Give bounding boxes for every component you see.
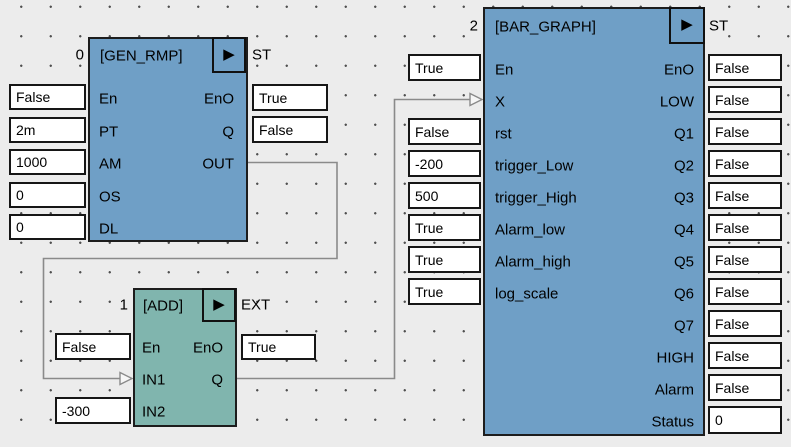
gen-rmp-pin-out: OUT — [202, 155, 234, 173]
block-index-gen-rmp: 0 — [75, 46, 84, 64]
bar-graph-status-value[interactable]: 0 — [708, 406, 782, 434]
bar-graph-pin-eno: EnO — [663, 61, 694, 79]
bar-graph-low-value[interactable]: False — [708, 86, 782, 113]
add-title: [ADD] — [143, 297, 184, 315]
bar-graph-trigger-low-value[interactable]: -200 — [408, 150, 481, 177]
add-pin-eno: EnO — [192, 339, 223, 357]
gen-rmp-title: [GEN_RMP] — [100, 47, 183, 65]
bar-graph-pin-alarm-low: Alarm_low — [495, 221, 566, 239]
add-pin-en: En — [142, 339, 161, 357]
bar-graph-pin-q3: Q3 — [673, 189, 694, 207]
gen-rmp-eno-value[interactable]: True — [252, 84, 328, 111]
bar-graph-pin-q2: Q2 — [673, 157, 694, 175]
gen-rmp-tag: ST — [252, 46, 272, 64]
add-pin-in1: IN1 — [142, 371, 166, 389]
bar-graph-high-value[interactable]: False — [708, 342, 782, 369]
bar-graph-q4-value[interactable]: False — [708, 214, 782, 241]
bar-graph-q3-value[interactable]: False — [708, 182, 782, 209]
bar-graph-title: [BAR_GRAPH] — [495, 18, 596, 36]
bar-graph-pin-en: En — [495, 61, 514, 79]
bar-graph-alarm-low-value[interactable]: True — [408, 214, 481, 241]
gen-rmp-en-value[interactable]: False — [9, 84, 86, 110]
bar-graph-pin-trigger-high: trigger_High — [495, 189, 577, 207]
add-in2-value[interactable]: -300 — [55, 397, 131, 424]
add-tag: EXT — [241, 296, 271, 314]
bar-graph-pin-alarm: Alarm — [654, 381, 694, 399]
bar-graph-q2-value[interactable]: False — [708, 150, 782, 177]
gen-rmp-pin-pt: PT — [99, 123, 119, 141]
gen-rmp-q-value[interactable]: False — [252, 116, 328, 143]
bar-graph-en-value[interactable]: True — [408, 54, 481, 81]
bar-graph-log-scale-value[interactable]: True — [408, 278, 481, 305]
gen-rmp-os-value[interactable]: 0 — [9, 182, 86, 208]
wire-arrow-x-icon — [469, 92, 484, 107]
bar-graph-q1-value[interactable]: False — [708, 118, 782, 145]
add-pin-in2: IN2 — [142, 403, 166, 421]
block-index-add: 1 — [119, 296, 128, 314]
gen-rmp-pin-os: OS — [99, 188, 121, 206]
gen-rmp-pin-dl: DL — [99, 220, 119, 238]
bar-graph-pin-q5: Q5 — [673, 253, 694, 271]
bar-graph-tag: ST — [709, 17, 729, 35]
add-pin-q: Q — [211, 371, 223, 389]
gen-rmp-run-button[interactable]: ▶ — [212, 37, 246, 73]
play-icon: ▶ — [681, 16, 693, 33]
bar-graph-pin-low: LOW — [659, 93, 694, 111]
gen-rmp-dl-value[interactable]: 0 — [9, 214, 86, 240]
wire-arrow-in1-icon — [119, 371, 134, 386]
bar-graph-eno-value[interactable]: False — [708, 54, 782, 81]
bar-graph-pin-status: Status — [651, 413, 694, 431]
bar-graph-pin-trigger-low: trigger_Low — [495, 157, 574, 175]
bar-graph-pin-q4: Q4 — [673, 221, 694, 239]
bar-graph-q5-value[interactable]: False — [708, 246, 782, 273]
bar-graph-pin-q1: Q1 — [673, 125, 694, 143]
add-run-button[interactable]: ▶ — [202, 288, 236, 322]
bar-graph-pin-high: HIGH — [656, 349, 695, 367]
add-eno-value[interactable]: True — [241, 334, 316, 360]
bar-graph-pin-q7: Q7 — [673, 317, 694, 335]
bar-graph-block[interactable]: [BAR_GRAPH] ▶ En X rst trigger_Low trigg… — [483, 7, 705, 436]
gen-rmp-am-value[interactable]: 1000 — [9, 149, 86, 175]
wire-add-q-to-bargraph-x[interactable] — [237, 98, 470, 380]
gen-rmp-pin-eno: EnO — [203, 90, 234, 108]
gen-rmp-pin-am: AM — [99, 155, 122, 173]
bar-graph-pin-q6: Q6 — [673, 285, 694, 303]
wire-genrmp-out-to-add-in1[interactable] — [42, 161, 338, 380]
gen-rmp-block[interactable]: [GEN_RMP] ▶ En PT AM OS DL EnO Q OUT — [88, 37, 248, 242]
gen-rmp-pin-en: En — [99, 90, 118, 108]
bar-graph-rst-value[interactable]: False — [408, 118, 481, 145]
play-icon: ▶ — [223, 45, 235, 63]
bar-graph-q6-value[interactable]: False — [708, 278, 782, 305]
bar-graph-pin-log-scale: log_scale — [495, 285, 559, 303]
bar-graph-pin-x: X — [495, 93, 506, 111]
bar-graph-pin-rst: rst — [495, 125, 512, 143]
bar-graph-pin-alarm-high: Alarm_high — [495, 253, 571, 271]
bar-graph-alarm-high-value[interactable]: True — [408, 246, 481, 273]
add-block[interactable]: [ADD] ▶ En IN1 IN2 EnO Q — [133, 288, 237, 427]
bar-graph-run-button[interactable]: ▶ — [669, 7, 705, 44]
bar-graph-q7-value[interactable]: False — [708, 310, 782, 337]
play-icon: ▶ — [213, 295, 225, 313]
block-index-bar-graph: 2 — [469, 17, 478, 35]
gen-rmp-pin-q: Q — [222, 123, 234, 141]
gen-rmp-pt-value[interactable]: 2m — [9, 117, 86, 143]
add-en-value[interactable]: False — [55, 333, 131, 360]
bar-graph-trigger-high-value[interactable]: 500 — [408, 182, 481, 209]
bar-graph-alarm-value[interactable]: False — [708, 374, 782, 401]
